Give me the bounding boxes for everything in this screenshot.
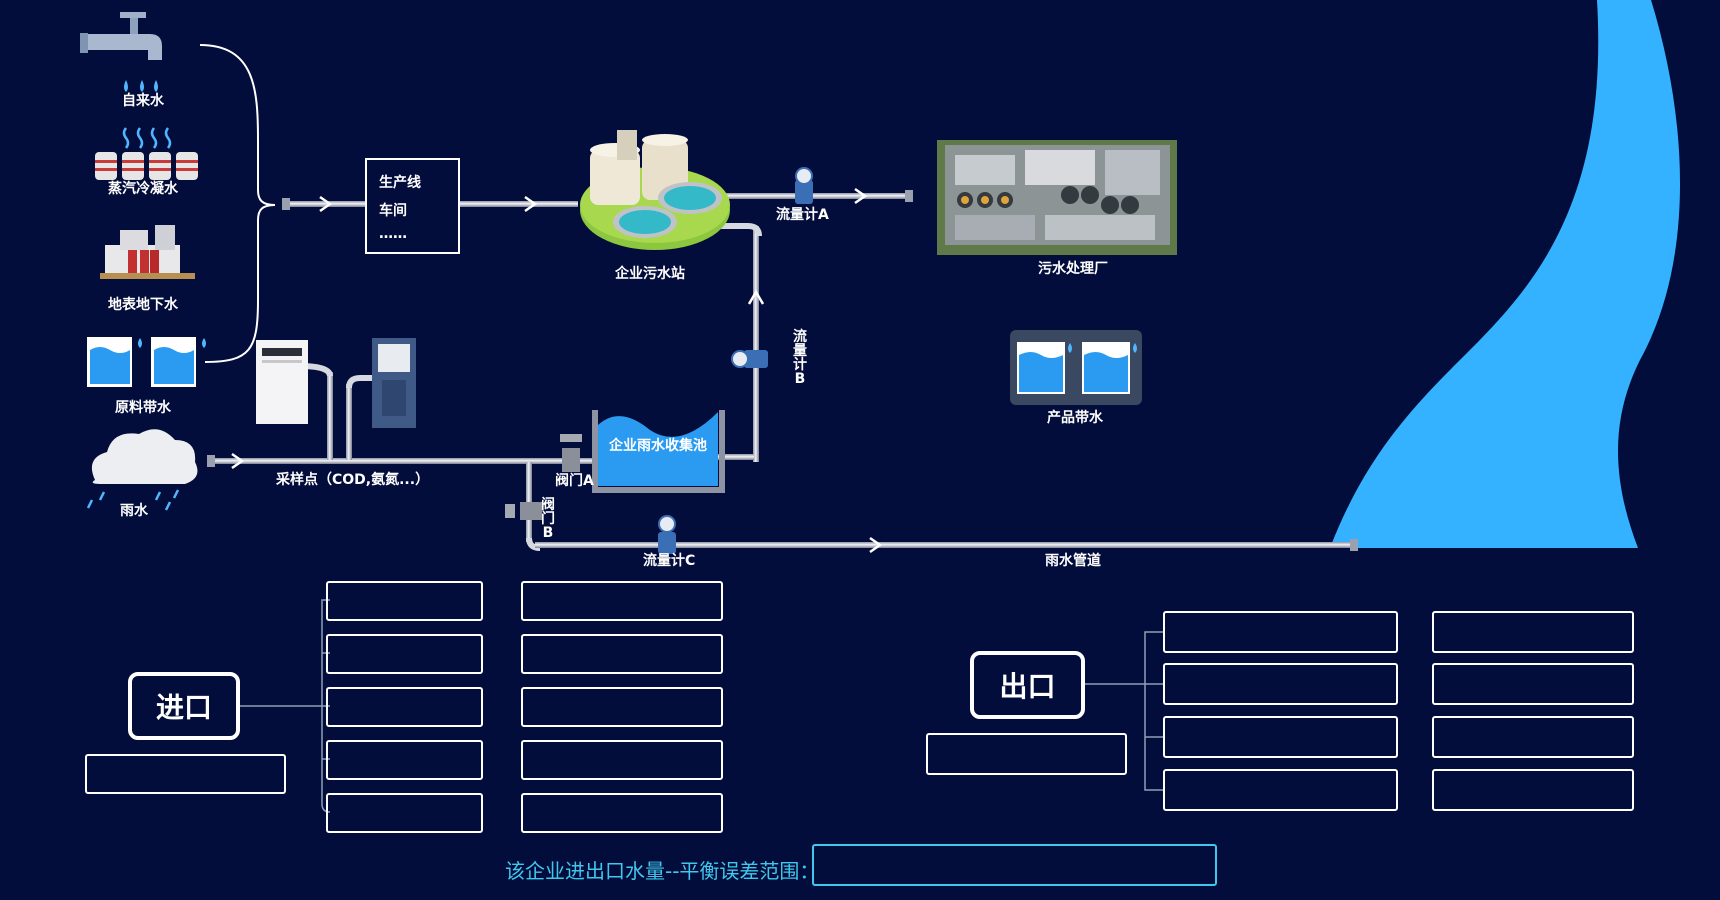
- factory-icon: [100, 225, 195, 279]
- label-rain-pipe: 雨水管道: [1045, 553, 1101, 569]
- analyzer-icon: [256, 338, 416, 428]
- pipe-rain-inlet: [210, 458, 592, 464]
- label-flow-meter-c: 流量计C: [643, 553, 696, 569]
- rain-cloud-icon: [86, 429, 198, 511]
- production-line-text2: 车间: [379, 203, 407, 219]
- sedimentation-tank-icon: [580, 130, 730, 250]
- label-ground-water: 地表地下水: [108, 297, 178, 313]
- pipe-to-sewage-plant: [720, 193, 910, 199]
- outlet-name-field-4[interactable]: [1163, 769, 1398, 811]
- label-flow-meter-b: 流量计B: [793, 329, 807, 387]
- production-line-text1: 生产线: [379, 175, 421, 191]
- label-sewage-plant: 污水处理厂: [1038, 261, 1108, 277]
- production-line-box[interactable]: 生产线 车间 ……: [365, 158, 460, 254]
- balance-error-field[interactable]: [812, 844, 1217, 886]
- pipe-vertical-flowB: [753, 226, 759, 462]
- outlet-name-field-3[interactable]: [1163, 716, 1398, 758]
- sources-brace: [199, 44, 276, 363]
- sewage-plant-icon: [937, 140, 1177, 255]
- label-rain-pool: 企业雨水收集池: [609, 438, 707, 454]
- outlet-total-field[interactable]: [926, 733, 1127, 775]
- pipe-rain-outlet: [535, 542, 1355, 548]
- river: [1330, 0, 1681, 548]
- rain-collection-pool: [592, 410, 725, 493]
- outlet-value-field-3[interactable]: [1432, 716, 1634, 758]
- label-product-water: 产品带水: [1047, 410, 1103, 426]
- inlet-name-field-1[interactable]: [326, 581, 483, 621]
- production-line-text3: ……: [379, 226, 407, 242]
- inlet-value-field-2[interactable]: [521, 634, 723, 674]
- inlet-name-field-2[interactable]: [326, 634, 483, 674]
- water-tank-icon: [87, 337, 206, 387]
- outlet-name-field-1[interactable]: [1163, 611, 1398, 653]
- label-flow-meter-a: 流量计A: [776, 207, 829, 223]
- balance-label: 该企业进出口水量--平衡误差范围：: [505, 859, 820, 883]
- product-water-tank-icon: [1010, 330, 1142, 405]
- label-valve-b: 阀门B: [541, 497, 555, 541]
- valve-icon: [505, 434, 582, 520]
- condenser-icon: [95, 127, 198, 180]
- outlet-title: 出口: [970, 651, 1085, 719]
- inlet-total-field[interactable]: [85, 754, 286, 794]
- flow-meter-icon: [658, 167, 813, 554]
- inlet-value-field-3[interactable]: [521, 687, 723, 727]
- inlet-title: 进口: [128, 672, 240, 740]
- inlet-name-field-4[interactable]: [326, 740, 483, 780]
- outlet-value-field-2[interactable]: [1432, 663, 1634, 705]
- label-tap-water: 自来水: [122, 93, 164, 109]
- label-rain: 雨水: [120, 503, 148, 519]
- outlet-value-field-4[interactable]: [1432, 769, 1634, 811]
- inlet-value-field-1[interactable]: [521, 581, 723, 621]
- label-enterprise-wwtp: 企业污水站: [615, 266, 685, 282]
- label-sampling-point: 采样点（COD,氨氮...）: [276, 472, 430, 488]
- inlet-value-field-5[interactable]: [521, 793, 723, 833]
- inlet-value-field-4[interactable]: [521, 740, 723, 780]
- outlet-value-field-1[interactable]: [1432, 611, 1634, 653]
- inlet-name-field-3[interactable]: [326, 687, 483, 727]
- water-tap-icon: [80, 12, 162, 92]
- label-steam-condensate: 蒸汽冷凝水: [108, 181, 178, 197]
- pipe-to-production: [285, 201, 367, 207]
- label-valve-a: 阀门A: [555, 473, 594, 489]
- panel-connectors: [240, 599, 1165, 813]
- inlet-name-field-5[interactable]: [326, 793, 483, 833]
- label-raw-material-water: 原料带水: [115, 400, 171, 416]
- outlet-name-field-2[interactable]: [1163, 663, 1398, 705]
- pipe-to-wwtp: [458, 201, 578, 207]
